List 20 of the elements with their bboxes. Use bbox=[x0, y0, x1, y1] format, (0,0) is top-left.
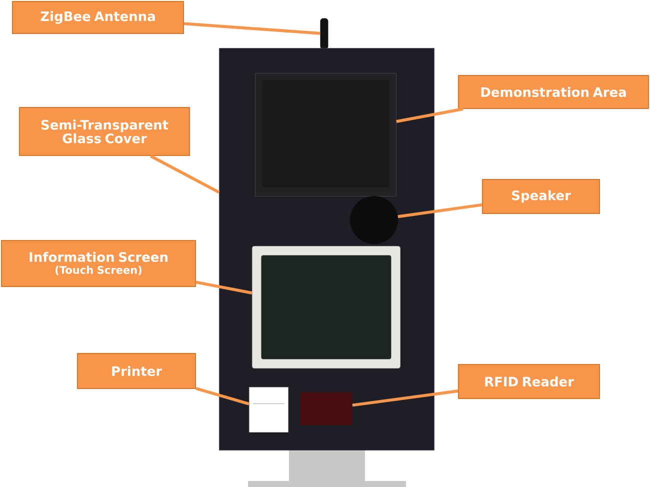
leader-line bbox=[398, 203, 482, 218]
callout-box: Information Screen (Touch Screen) bbox=[1, 240, 196, 287]
speaker bbox=[350, 196, 398, 244]
leader-line bbox=[196, 386, 250, 406]
callout-box: Printer bbox=[77, 353, 196, 389]
antenna bbox=[320, 18, 328, 50]
callout-box: Semi-Transparent Glass Cover bbox=[19, 107, 190, 156]
monitor bbox=[255, 73, 396, 196]
callout-box: Speaker bbox=[482, 179, 600, 214]
leader-line bbox=[150, 154, 220, 194]
leader-line bbox=[184, 22, 320, 35]
leader-line bbox=[396, 108, 464, 123]
callout-box: ZigBee Antenna bbox=[12, 1, 184, 34]
callout-box: Demonstration Area bbox=[458, 75, 649, 109]
rfid-reader bbox=[300, 392, 352, 426]
callout-box: RFID Reader bbox=[458, 364, 600, 399]
touch-screen bbox=[252, 246, 400, 368]
leader-line bbox=[196, 280, 252, 294]
leader-line bbox=[352, 390, 458, 407]
printer bbox=[249, 387, 288, 432]
